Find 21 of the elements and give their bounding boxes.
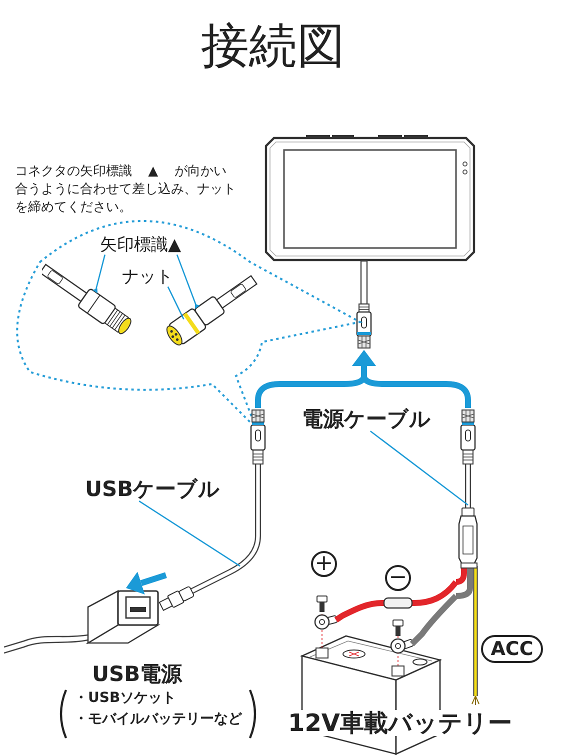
polarity-sign: + xyxy=(311,551,337,577)
wire-tag: ACC xyxy=(481,635,543,663)
arrow xyxy=(126,572,167,595)
cable-label: USBケーブル xyxy=(85,478,220,502)
battery-label: 12V車載バッテリー xyxy=(288,710,512,736)
callout-label: 矢印標識▲ xyxy=(100,236,182,255)
wire xyxy=(410,594,458,646)
leader-line xyxy=(176,254,197,306)
callout-label: ナット xyxy=(122,268,173,287)
cable-label: 電源ケーブル xyxy=(302,408,431,432)
polarity-sign: − xyxy=(385,565,411,591)
leader-line xyxy=(94,254,106,292)
instruction-note: コネクタの矢印標識 ▲ が向かい合うように合わせて差し込み、ナットを締めてください。 xyxy=(15,163,237,217)
socket-label: ・モバイルバッテリーなど xyxy=(74,712,242,728)
socket-label: ・USBソケット xyxy=(74,691,176,706)
device-illustration xyxy=(262,132,478,350)
leader-line xyxy=(138,500,240,567)
leader-line xyxy=(370,430,468,506)
leader-line xyxy=(167,286,184,320)
socket-label: USB電源 xyxy=(92,663,182,686)
title: 接続図 xyxy=(201,20,345,73)
